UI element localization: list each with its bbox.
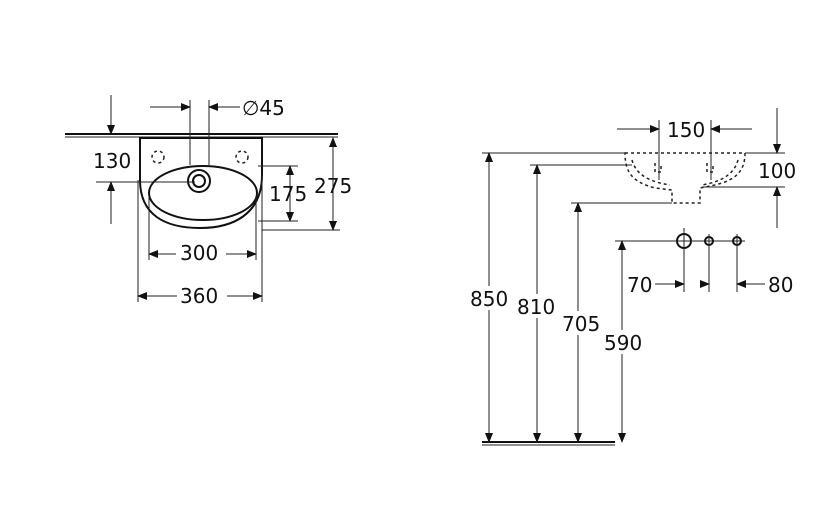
dim-100-label: 100 <box>758 159 796 183</box>
side-view: 150 100 850 810 705 590 <box>468 108 796 446</box>
tap-hole-icon <box>187 169 211 193</box>
top-view: ∅45 130 175 275 300 360 <box>65 95 352 308</box>
dim-80-label: 80 <box>768 273 793 297</box>
dim-150-label: 150 <box>667 118 705 142</box>
diameter-label: ∅45 <box>242 96 285 120</box>
dim-300-label: 300 <box>180 241 218 265</box>
dim-705-label: 705 <box>562 312 600 336</box>
dim-810-label: 810 <box>517 295 555 319</box>
fixing-hole-left-icon <box>151 150 165 164</box>
dim-590-label: 590 <box>604 331 642 355</box>
dim-360-label: 360 <box>180 284 218 308</box>
fixing-hole-right-icon <box>235 150 249 164</box>
dim-275-label: 275 <box>314 174 352 198</box>
basin-bowl <box>148 165 258 221</box>
dim-130-label: 130 <box>93 149 131 173</box>
dim-70-label: 70 <box>627 273 652 297</box>
dim-850-label: 850 <box>470 287 508 311</box>
basin-outline <box>139 137 263 230</box>
basin-profile <box>624 152 746 204</box>
dim-175-label: 175 <box>269 182 307 206</box>
